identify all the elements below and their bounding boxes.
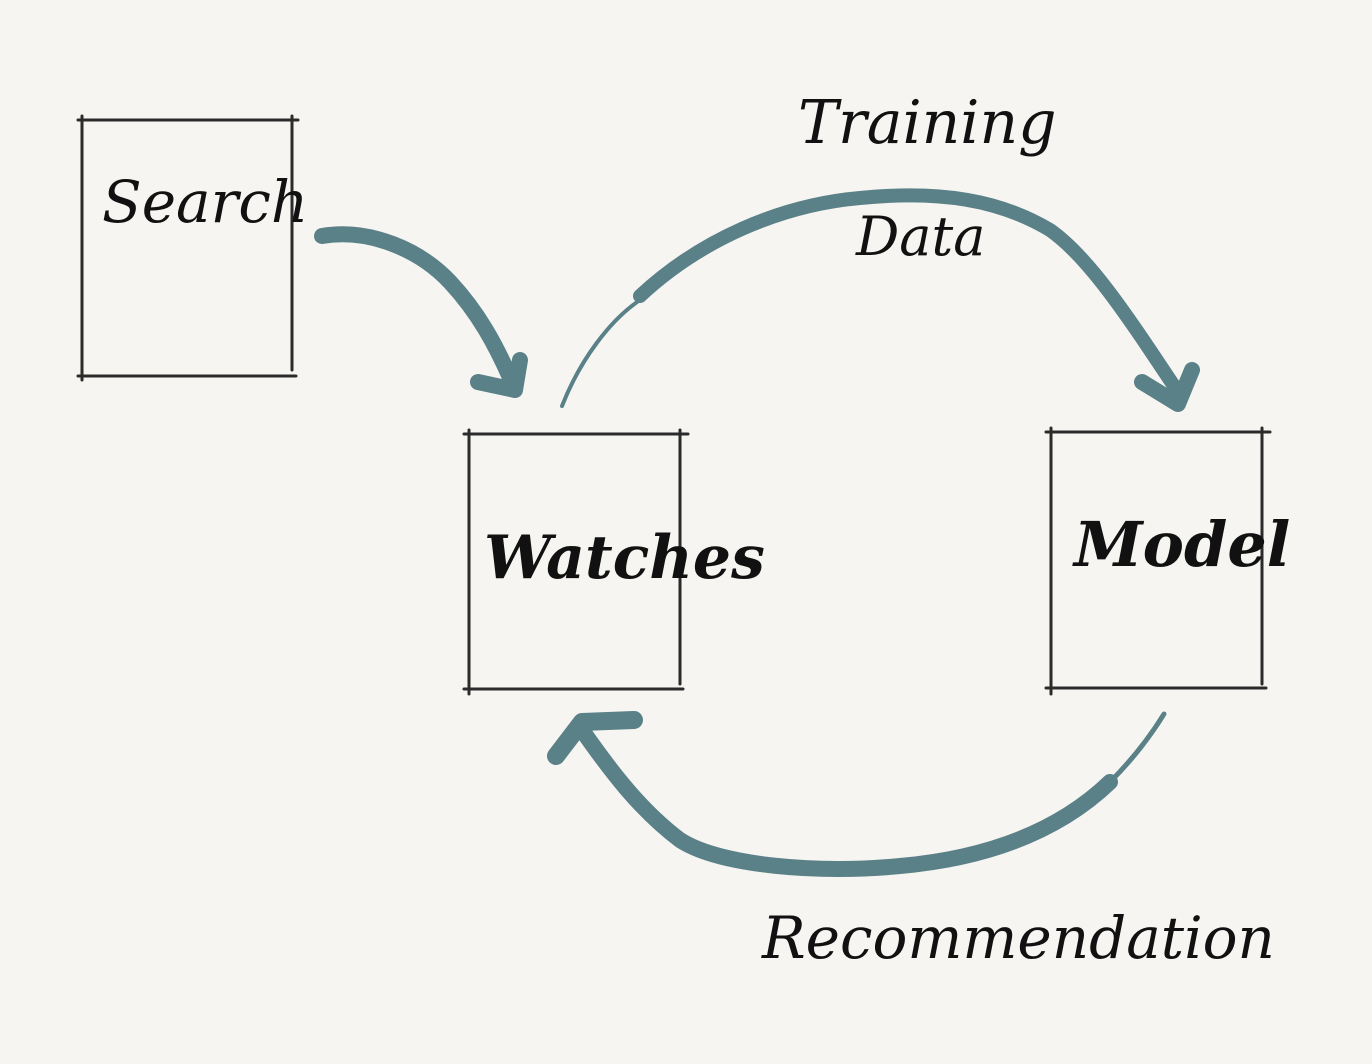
arrow-search-to-watches-head [470,352,528,398]
arrow-search-to-watches-shaft [314,226,520,390]
watches-label: Watches [484,523,765,593]
arrow-search-to-watches [314,226,528,398]
watches-node: Watches [462,428,765,696]
arrow-recommendation: Recommendation [547,711,1275,972]
data-label: Data [855,205,985,268]
training-label: Training [798,88,1057,158]
arrow-recommendation-thin-start [1107,711,1167,785]
arrow-recommendation-shaft [574,722,1118,877]
arrow-training-data-thin-start [560,298,642,408]
arrow-recommendation-head [547,711,643,765]
search-label: Search [102,168,308,236]
arrow-training-data: Training Data [560,88,1200,412]
arrow-training-data-shaft [633,188,1185,399]
arrow-training-data-head [1134,362,1200,412]
search-node: Search [76,114,308,382]
model-label: Model [1072,508,1290,581]
recommendation-label: Recommendation [761,904,1275,972]
model-node: Model [1044,426,1290,696]
